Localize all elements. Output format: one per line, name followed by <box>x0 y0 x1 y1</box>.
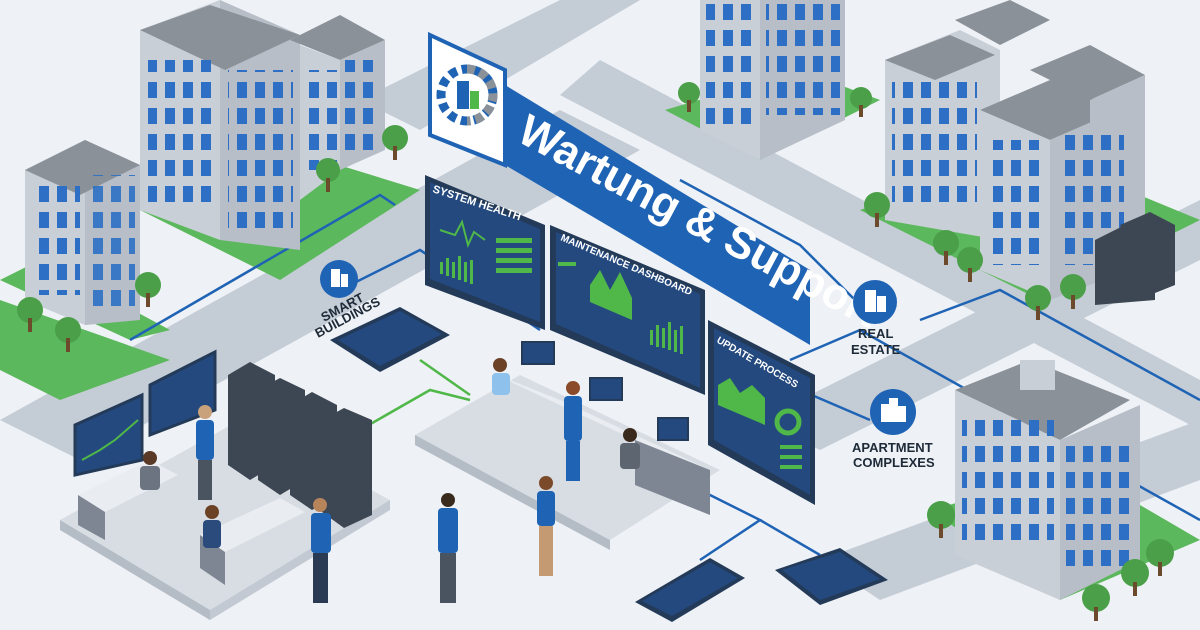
apartment-complexes-label-1: APARTMENT <box>852 440 933 455</box>
person-center-woman-tablet <box>537 476 555 576</box>
left-workspace-platform <box>60 349 390 620</box>
smart-building-icon <box>320 260 358 298</box>
building-right-cluster <box>885 0 1175 305</box>
tablets <box>330 307 888 622</box>
person-center-woman-seated <box>492 358 510 395</box>
real-estate-label-1: REAL <box>858 326 893 341</box>
person-left-woman <box>203 505 221 548</box>
maintenance-dashboard-screen <box>550 225 705 395</box>
person-center-woman-standing <box>564 381 582 481</box>
building-center-top <box>700 0 845 160</box>
people <box>140 358 640 603</box>
system-health-screen <box>425 175 545 330</box>
person-center-man-laptop <box>438 493 458 603</box>
apartment-complexes-label-2: COMPLEXES <box>853 455 935 470</box>
apartment-complex-icon <box>870 389 916 435</box>
real-estate-icon <box>853 280 897 324</box>
person-left-seated <box>140 451 160 490</box>
green-network-lines <box>359 358 471 432</box>
person-left-right <box>311 498 331 603</box>
gear-building-icon <box>436 64 498 126</box>
building-left-small <box>25 140 140 325</box>
person-center-man-seated <box>620 428 640 469</box>
person-left-standing <box>196 405 214 500</box>
real-estate-label-2: ESTATE <box>851 342 901 357</box>
trees <box>17 82 1174 621</box>
building-right-bottom <box>955 360 1140 600</box>
update-process-screen <box>708 320 815 505</box>
